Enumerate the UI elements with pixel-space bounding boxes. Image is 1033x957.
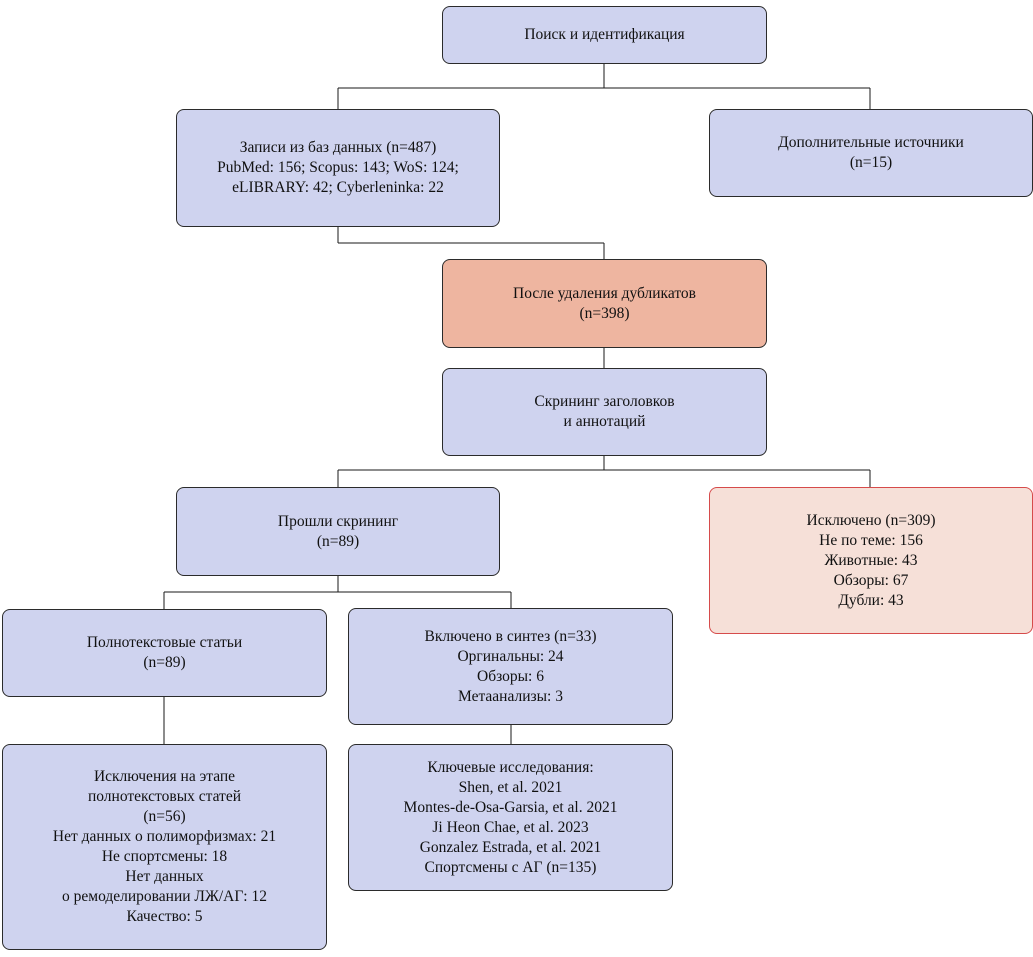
node-after-deduplication: После удаления дубликатов (n=398) <box>442 259 767 348</box>
node-text-line: Скрининг заголовков <box>534 393 675 410</box>
node-text-line: (n=89) <box>316 532 360 550</box>
node-passed-screening: Прошли скрининг (n=89) <box>176 487 500 576</box>
node-text-line: (n=56) <box>143 808 186 825</box>
node-text-line: PubMed: 156; Scopus: 143; WoS: 124; <box>217 159 459 176</box>
node-text-line: Полнотекстовые статьи <box>86 634 243 651</box>
node-databases: Записи из баз данных (n=487) PubMed: 156;… <box>176 109 500 227</box>
node-text-line: После удаления дубликатов <box>513 284 696 302</box>
node-text-line: Обзоры: 6 <box>477 667 544 685</box>
node-text-line: Оргинальны: 24 <box>457 647 564 665</box>
node-text-line: о ремоделировании ЛЖ/АГ: 12 <box>62 888 267 905</box>
node-text-line: Спортсмены с АГ (n=135) <box>424 858 597 876</box>
node-text-line: Не по теме: 156 <box>819 531 923 549</box>
node-text-line: Животные: 43 <box>824 551 918 569</box>
node-text-line: Включено в синтез (n=33) <box>424 627 597 645</box>
node-text-line: Прошли скрининг <box>277 512 399 530</box>
node-fulltext-exclusions: Исключения на этапе полнотекстовых статей… <box>2 744 327 950</box>
node-text-line: Качество: 5 <box>126 908 203 925</box>
node-included-in-synthesis: Включено в синтез (n=33) Оргинальны: 24 Об… <box>348 608 673 725</box>
node-text-line: Метаанализы: 3 <box>458 687 563 705</box>
node-text-line: Нет данных <box>125 868 204 885</box>
node-text-line: Обзоры: 67 <box>833 571 909 589</box>
node-text-line: Нет данных о полиморфизмах: 21 <box>52 828 277 845</box>
node-screening: Скрининг заголовков и аннотаций <box>442 368 767 456</box>
node-text-line: (n=89) <box>143 654 186 671</box>
node-text-line: Поиск и идентификация <box>524 26 685 43</box>
node-text-line: Ji Heon Chae, et al. 2023 <box>432 818 589 836</box>
node-text-line: и аннотаций <box>563 413 646 430</box>
node-text-line: Исключения на этапе <box>93 768 236 785</box>
node-text-line: Ключевые исследования: <box>427 758 594 776</box>
node-text-line: Не спортсмены: 18 <box>101 848 228 865</box>
node-text-line: Дубли: 43 <box>838 591 904 609</box>
node-text-line: (n=398) <box>579 304 630 322</box>
node-fulltext-articles: Полнотекстовые статьи (n=89) <box>2 609 327 697</box>
node-text-line: полнотекстовых статей <box>87 788 242 805</box>
node-text-line: Shen, et al. 2021 <box>458 778 563 796</box>
node-text-line: (n=15) <box>849 154 893 171</box>
node-text-line: Gonzalez Estrada, et al. 2021 <box>419 838 602 856</box>
node-text-line: Записи из баз данных (n=487) <box>239 139 437 156</box>
node-text-line: Montes-de-Osa-Garsia, et al. 2021 <box>403 798 618 816</box>
node-text-line: Дополнительные источники <box>778 134 964 151</box>
node-search: Поиск и идентификация <box>442 6 767 64</box>
node-text-line: eLIBRARY: 42; Cyberleninka: 22 <box>232 179 444 196</box>
node-additional-sources: Дополнительные источники (n=15) <box>709 109 1033 197</box>
node-text-line: Исключено (n=309) <box>806 511 936 529</box>
